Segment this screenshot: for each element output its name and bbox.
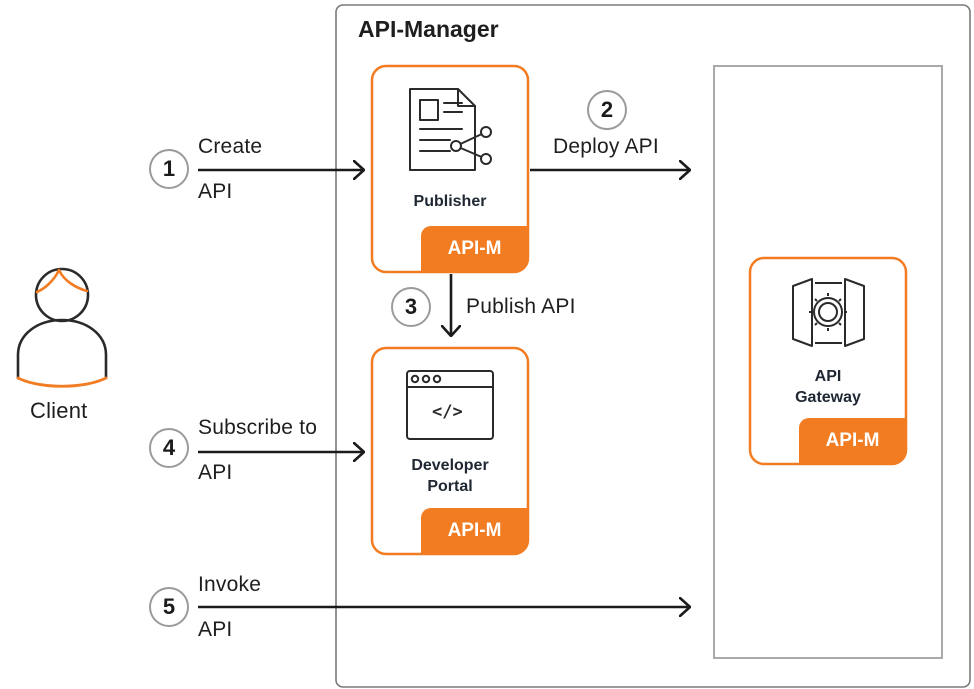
document-share-icon [409, 88, 492, 171]
step-2-label: Deploy API [553, 135, 659, 158]
developer-portal-name: Developer Portal [372, 455, 528, 497]
publisher-badge: API-M [421, 226, 528, 272]
step-2-circle [587, 90, 627, 130]
gateway-box [748, 256, 908, 466]
gateway-name: API Gateway [750, 366, 906, 408]
step-5-label-line2: API [198, 618, 233, 641]
api-manager-title: API-Manager [358, 16, 499, 42]
api-manager-container [335, 4, 971, 688]
step-4-circle [149, 428, 189, 468]
developer-portal-name-line1: Developer [411, 457, 489, 474]
gateway-name-line1: API [814, 368, 842, 385]
step-5-label-line1: Invoke [198, 573, 262, 596]
developer-portal-name-line2: Portal [427, 478, 473, 495]
step-4-label-line1: Subscribe to [198, 416, 318, 439]
step-1-number: 1 [162, 156, 176, 181]
step-3-number: 3 [404, 294, 418, 319]
step-1-label-line2: API [198, 180, 233, 203]
gateway-area [713, 65, 943, 659]
step-2-number: 2 [600, 97, 614, 122]
developer-portal-badge: API-M [421, 508, 528, 554]
step-3-circle [391, 287, 431, 327]
browser-code-icon [406, 370, 494, 440]
step-4-label-line2: API [198, 461, 233, 484]
step-1-label-line1: Create [198, 135, 263, 158]
developer-portal-box [370, 346, 530, 556]
step-5-circle [149, 587, 189, 627]
step-5-number: 5 [162, 594, 176, 619]
publisher-name: Publisher [413, 193, 487, 210]
step-1-circle [149, 149, 189, 189]
gateway-name-line2: Gateway [795, 389, 861, 406]
user-avatar-icon [16, 267, 108, 388]
step-3-label: Publish API [466, 295, 576, 318]
step-4-number: 4 [162, 435, 176, 460]
code-brackets-glyph: </> [432, 402, 463, 422]
client-label: Client [30, 398, 88, 423]
gateway-badge: API-M [799, 418, 906, 464]
gateway-gear-icon [792, 278, 865, 347]
